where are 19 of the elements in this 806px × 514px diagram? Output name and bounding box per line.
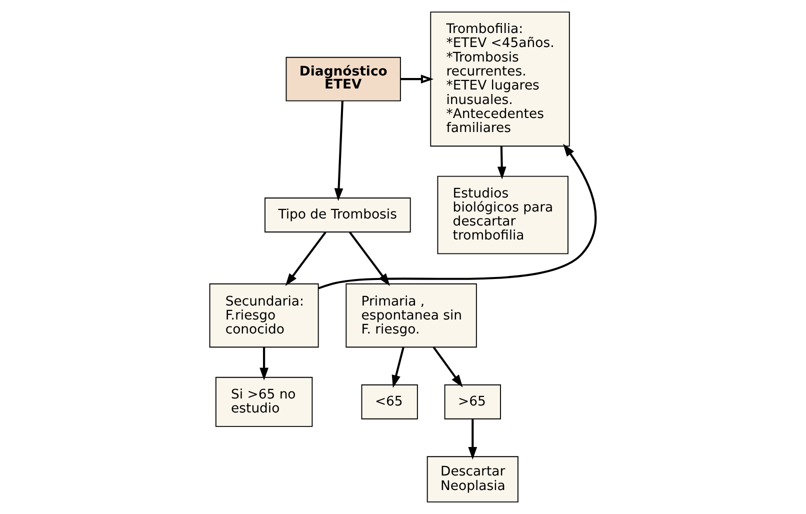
arrow [497, 146, 506, 180]
node-box: Primaria , espontanea sin F. riesgo. [346, 283, 477, 348]
node-box: Estudios biológicos para descartar trombofilia [437, 176, 568, 254]
arrow [400, 74, 434, 84]
node-box: Descartar Neoplasia [426, 456, 518, 502]
node-box: >65 [444, 384, 501, 420]
node-box: Tipo de Trombosis [264, 198, 411, 232]
arrow [285, 232, 326, 286]
arrow [334, 100, 344, 202]
node-box: Diagnóstico ETEV [286, 56, 401, 102]
arrow [432, 346, 463, 388]
arrow [468, 419, 478, 460]
node-box: Si >65 no estudio [215, 376, 313, 427]
node-box: Trombofilia: *ETEV <45años. *Trombosis recurrentes. *ETEV lugares inusuales. *Antecedentes familiares [430, 12, 570, 147]
node-box: <65 [361, 384, 418, 420]
arrow [318, 144, 597, 290]
node-box: Secundaria: F.riesgo conocido [209, 283, 319, 348]
arrow [392, 346, 404, 388]
arrow [260, 347, 268, 380]
